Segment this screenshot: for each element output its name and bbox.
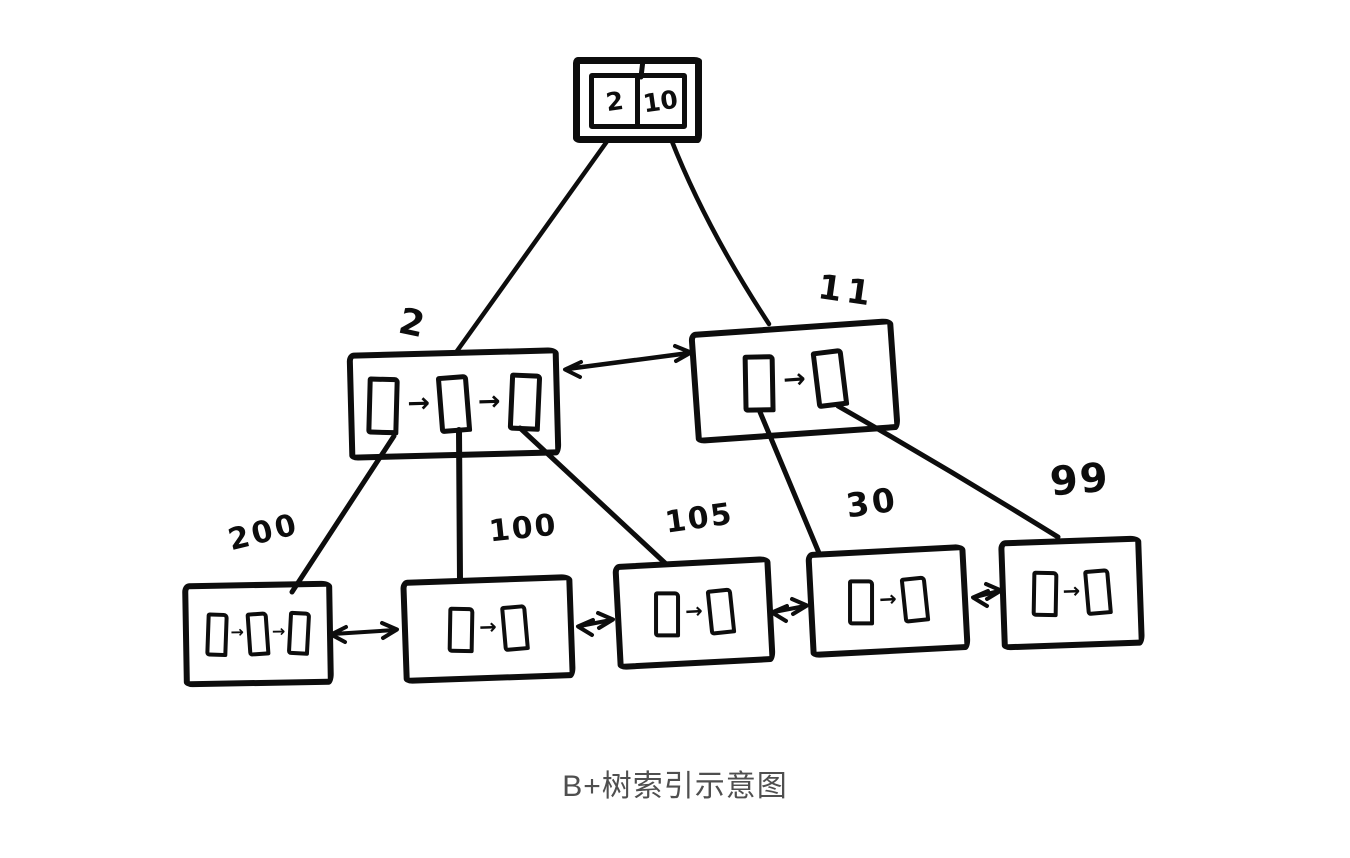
record-box (435, 373, 473, 435)
link-internal-siblings (563, 344, 693, 379)
record-box (705, 587, 737, 636)
edge-internal2-to-leaf-30 (757, 409, 822, 556)
record-arrow-icon: → (878, 586, 898, 611)
link-leaf-100-105 (576, 611, 615, 637)
record-row: → (447, 604, 530, 654)
record-row: → (847, 575, 931, 626)
link-leaf-200-100 (329, 621, 399, 644)
record-row: →→ (366, 372, 542, 436)
leaf-node-100-label: 100 (487, 507, 560, 550)
record-box (507, 372, 542, 432)
record-arrow-icon: → (684, 598, 704, 623)
record-row: →→ (204, 610, 312, 658)
record-arrow-icon: → (406, 387, 431, 419)
link-leaf-105-30 (770, 597, 809, 623)
leaf-node-99: → (998, 535, 1145, 651)
record-arrow-icon: → (477, 385, 501, 417)
record-box (447, 606, 475, 654)
root-key-cell-1: 2 (594, 78, 636, 124)
record-box (366, 376, 401, 436)
record-row: → (653, 587, 737, 638)
internal-node-2-label: 11 (815, 267, 878, 315)
edge-root-to-internal-left (454, 137, 611, 354)
edge-internal2-to-leaf-99 (835, 403, 1061, 540)
record-row: → (741, 347, 850, 413)
internal-node-2: → (688, 317, 901, 445)
leaf-node-30-label: 30 (843, 479, 901, 526)
record-arrow-icon: → (230, 622, 245, 642)
leaf-node-105: → (612, 555, 776, 671)
record-arrow-icon: → (271, 621, 286, 641)
link-leaf-30-99 (971, 582, 1003, 608)
root-key-value: 2 (603, 85, 625, 117)
root-key-row: 2 10 (588, 73, 687, 129)
leaf-node-30: → (805, 543, 971, 659)
record-box (742, 354, 776, 413)
record-box (899, 575, 931, 624)
record-box (1031, 570, 1059, 618)
record-box (1083, 568, 1114, 617)
record-arrow-icon: → (781, 362, 807, 396)
record-arrow-icon: → (478, 614, 498, 639)
record-row: → (1031, 568, 1114, 618)
record-box (204, 612, 229, 658)
edge-internal1-to-leaf-100 (456, 427, 463, 583)
leaf-node-100: → (400, 574, 576, 684)
record-box (810, 347, 850, 410)
leaf-node-99-label: 99 (1048, 454, 1112, 506)
edge-internal1-to-leaf-105 (517, 425, 668, 566)
internal-node-1: →→ (346, 347, 562, 461)
record-box (499, 604, 530, 653)
record-box (654, 591, 681, 638)
record-box (287, 610, 312, 656)
edge-root-to-internal-right (668, 136, 772, 327)
record-box (245, 611, 271, 657)
leaf-node-200: →→ (182, 580, 334, 688)
record-box (848, 579, 875, 626)
edge-internal1-to-leaf-200 (289, 433, 397, 595)
diagram-caption: B+树索引示意图 (562, 770, 788, 803)
root-node: 2 10 (573, 57, 702, 143)
record-arrow-icon: → (1062, 578, 1081, 603)
root-key-value: 10 (641, 84, 680, 118)
root-key-cell-2: 10 (635, 78, 682, 124)
